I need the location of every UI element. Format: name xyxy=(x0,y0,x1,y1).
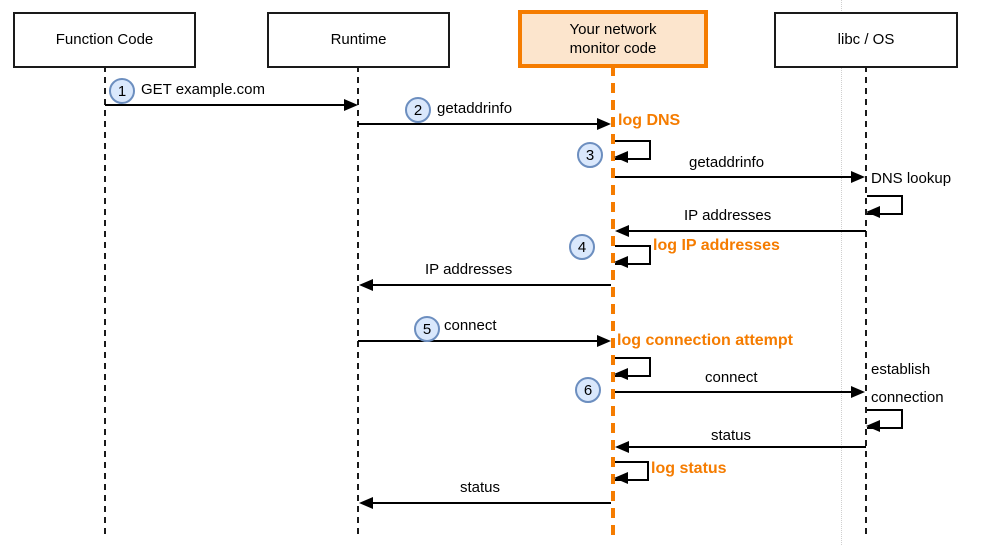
step-badge-2: 2 xyxy=(405,97,431,123)
arrowhead-icon xyxy=(615,225,629,237)
message-label-status-2: status xyxy=(460,479,501,496)
lifeline-monitor-code xyxy=(611,66,615,537)
step-badge-1: 1 xyxy=(109,78,135,104)
step-number: 5 xyxy=(422,320,432,338)
note-label-dns-lookup: DNS lookup xyxy=(871,170,952,187)
log-label-status: log status xyxy=(651,460,727,477)
note-line1: establish xyxy=(871,361,931,378)
step-badge-5: 5 xyxy=(414,316,440,342)
self-call-loop-monitor-4 xyxy=(614,461,649,484)
arrowhead-icon xyxy=(614,256,628,268)
step-badge-3: 3 xyxy=(577,142,603,168)
arrowhead-icon xyxy=(614,472,628,484)
arrowhead-icon xyxy=(597,118,611,130)
message-label-status-1: status xyxy=(711,427,752,444)
arrowhead-icon xyxy=(851,171,865,183)
actor-box-function-code: Function Code xyxy=(13,12,196,68)
message-arrow-getaddrinfo-1 xyxy=(358,123,598,125)
actor-label-runtime: Runtime xyxy=(330,31,387,49)
arrowhead-icon xyxy=(866,420,880,432)
message-arrow-ip-addresses-1 xyxy=(629,230,866,232)
self-call-loop-libc-1 xyxy=(866,195,903,218)
step-badge-6: 6 xyxy=(575,377,601,403)
message-arrow-status-1 xyxy=(629,446,866,448)
message-arrow-ip-addresses-2 xyxy=(373,284,611,286)
actor-label-monitor-line2: monitor code xyxy=(569,40,657,57)
step-number: 2 xyxy=(413,101,423,119)
arrowhead-icon xyxy=(614,368,628,380)
actor-label-function-code: Function Code xyxy=(55,31,154,49)
arrowhead-icon xyxy=(597,335,611,347)
message-label-get-example: GET example.com xyxy=(141,81,265,98)
actor-label-libc-os: libc / OS xyxy=(837,31,895,49)
actor-box-monitor-code: Your network monitor code xyxy=(518,10,708,68)
message-arrow-connect-2 xyxy=(615,391,851,393)
message-arrow-connect-1 xyxy=(358,340,598,342)
arrowhead-icon xyxy=(359,279,373,291)
arrowhead-icon xyxy=(359,497,373,509)
step-number: 3 xyxy=(585,146,595,164)
message-arrow-status-2 xyxy=(373,502,611,504)
message-label-getaddrinfo-2: getaddrinfo xyxy=(689,154,765,171)
note-label-establish-connection: establish connection xyxy=(871,356,944,412)
log-label-ip-addresses: log IP addresses xyxy=(653,237,780,254)
lifeline-libc-os xyxy=(865,66,867,537)
note-line2: connection xyxy=(871,389,944,406)
message-label-ip-addresses-1: IP addresses xyxy=(684,207,772,224)
guide-line xyxy=(841,0,842,545)
step-badge-4: 4 xyxy=(569,234,595,260)
self-call-loop-monitor-2 xyxy=(614,245,651,268)
message-label-getaddrinfo-1: getaddrinfo xyxy=(437,100,513,117)
message-arrow-get-example xyxy=(105,104,345,106)
arrowhead-icon xyxy=(614,151,628,163)
self-call-loop-monitor-3 xyxy=(614,357,651,380)
step-number: 1 xyxy=(117,82,127,100)
log-label-dns: log DNS xyxy=(618,112,681,129)
arrowhead-icon xyxy=(866,206,880,218)
actor-box-libc-os: libc / OS xyxy=(774,12,958,68)
message-label-ip-addresses-2: IP addresses xyxy=(425,261,513,278)
arrowhead-icon xyxy=(851,386,865,398)
step-number: 4 xyxy=(577,238,587,256)
log-label-connection-attempt: log connection attempt xyxy=(617,332,793,349)
message-arrow-getaddrinfo-2 xyxy=(615,176,851,178)
message-label-connect-1: connect xyxy=(444,317,497,334)
self-call-loop-libc-2 xyxy=(866,409,903,432)
arrowhead-icon xyxy=(344,99,358,111)
actor-label-monitor-line1: Your network xyxy=(569,20,657,38)
self-call-loop-monitor-1 xyxy=(614,140,651,163)
message-label-connect-2: connect xyxy=(705,369,758,386)
lifeline-runtime xyxy=(357,66,359,537)
step-number: 6 xyxy=(583,381,593,399)
arrowhead-icon xyxy=(615,441,629,453)
actor-box-runtime: Runtime xyxy=(267,12,450,68)
lifeline-function-code xyxy=(104,66,106,537)
